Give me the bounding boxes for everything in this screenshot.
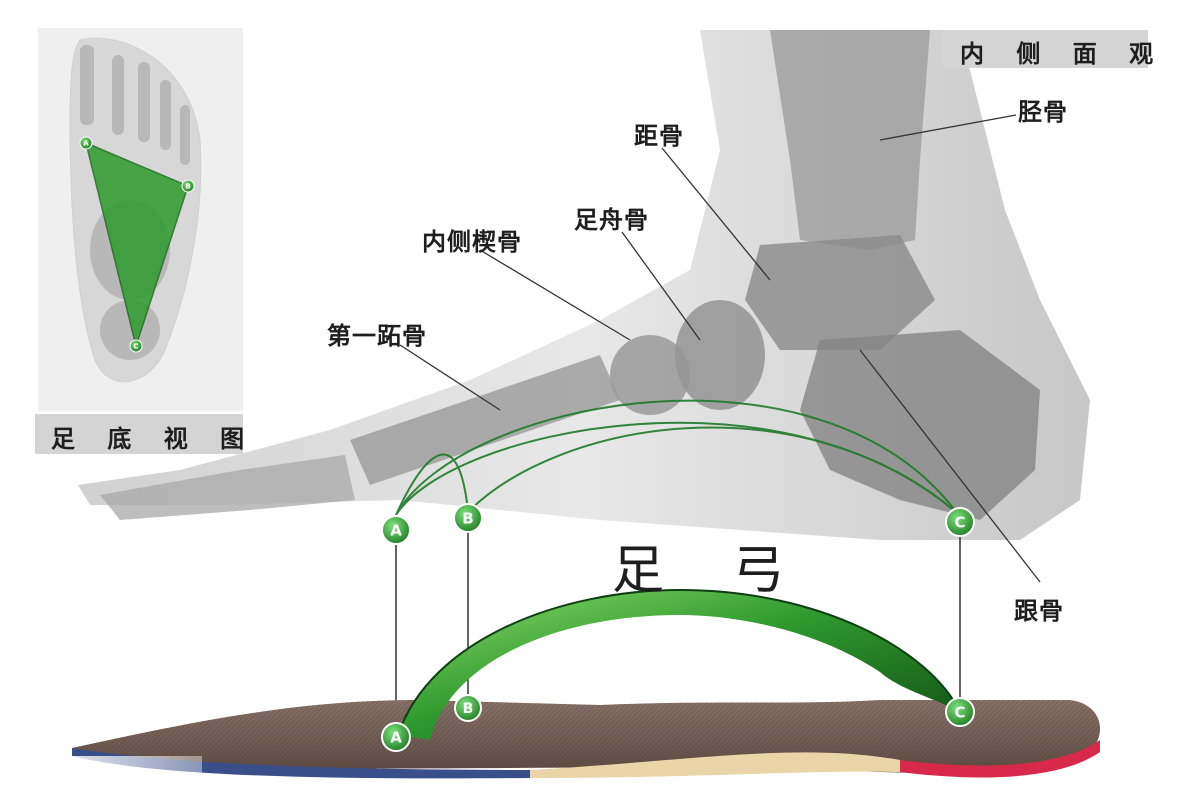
first-metatarsal-bone <box>350 355 620 485</box>
point-markers: A B C A B C A B C <box>79 136 975 752</box>
point-c-foot-marker: C <box>945 507 975 537</box>
plantar-foot-view <box>38 28 243 411</box>
arch-lines <box>395 399 958 516</box>
toe-bones <box>100 455 355 520</box>
first-metatarsal-label: 第一跖骨 <box>327 322 427 350</box>
leader-lines <box>399 114 1041 583</box>
navicular-label: 足舟骨 <box>574 206 649 234</box>
point-c-plantar-marker: C <box>129 339 143 353</box>
insole-cream-edge <box>530 752 900 778</box>
talus-label: 距骨 <box>634 122 684 150</box>
point-a-plantar-marker-letter: A <box>83 139 89 147</box>
insole-red-edge <box>900 740 1100 778</box>
watermark <box>52 756 202 787</box>
point-a-insole-marker-letter: A <box>390 728 402 746</box>
point-b-plantar-marker-letter: B <box>185 182 190 190</box>
tibia-bone <box>770 30 930 250</box>
medial-view-label: 内 侧 面 观 <box>942 30 1153 68</box>
tibia-label: 胫骨 <box>1018 98 1068 126</box>
point-a-foot-marker-letter: A <box>390 521 402 539</box>
point-b-foot-marker: B <box>453 503 483 533</box>
point-c-insole-marker-letter: C <box>954 703 965 721</box>
point-b-plantar-marker: B <box>181 179 195 193</box>
point-a-insole-marker: A <box>381 722 411 752</box>
calcaneus-bone <box>800 330 1040 520</box>
point-c-plantar-marker-letter: C <box>133 342 138 350</box>
calcaneus-label: 跟骨 <box>1014 597 1064 625</box>
point-b-foot-marker-letter: B <box>462 509 473 527</box>
medial-cuneiform-label: 内侧楔骨 <box>422 228 522 256</box>
arch-support <box>398 590 960 740</box>
talus-bone <box>745 235 935 350</box>
point-b-insole-marker-letter: B <box>463 701 474 717</box>
navicular-bone <box>675 300 765 410</box>
diagram-title: 足 弓 <box>612 541 811 601</box>
point-c-foot-marker-letter: C <box>954 513 965 531</box>
point-a-foot-marker: A <box>381 515 411 545</box>
point-a-plantar-marker: A <box>79 136 93 150</box>
point-c-insole-marker: C <box>945 697 975 727</box>
plantar-view-label: 足 底 视 图 <box>35 414 244 454</box>
arch-support-top <box>397 588 961 736</box>
point-b-insole-marker: B <box>454 694 482 722</box>
medial-cuneiform-bone <box>610 335 690 415</box>
